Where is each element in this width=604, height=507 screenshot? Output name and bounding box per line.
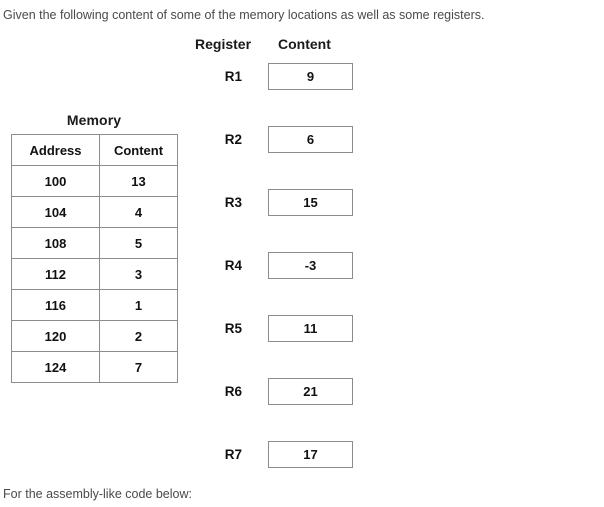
register-value: 17 bbox=[303, 447, 318, 462]
table-row: 116 1 bbox=[11, 289, 178, 321]
memory-address-cell: 120 bbox=[11, 320, 100, 352]
register-value: 9 bbox=[306, 69, 315, 84]
register-value: -3 bbox=[304, 258, 317, 273]
register-column-header-register: Register bbox=[195, 36, 252, 52]
memory-content-cell: 7 bbox=[99, 351, 178, 383]
memory-address-cell: 116 bbox=[11, 289, 100, 321]
register-label: R2 bbox=[224, 132, 242, 147]
register-value: 21 bbox=[303, 384, 318, 399]
register-row-r6: R6 21 bbox=[193, 378, 358, 405]
register-label: R4 bbox=[224, 258, 242, 273]
memory-address-cell: 104 bbox=[11, 196, 100, 228]
memory-content-cell: 2 bbox=[99, 320, 178, 352]
register-row-r7: R7 17 bbox=[193, 441, 358, 468]
register-value: 15 bbox=[303, 195, 318, 210]
intro-paragraph: Given the following content of some of t… bbox=[3, 8, 485, 22]
memory-table-block: Memory Address Content 100 13 104 4 108 … bbox=[11, 112, 178, 383]
register-value: 6 bbox=[306, 132, 315, 147]
register-value-box: 6 bbox=[268, 126, 353, 153]
register-row-r1: R1 9 bbox=[193, 63, 358, 90]
outro-paragraph: For the assembly-like code below: bbox=[3, 487, 192, 501]
register-column-header-content: Content bbox=[278, 36, 331, 52]
register-value-box: 17 bbox=[268, 441, 353, 468]
table-row: 108 5 bbox=[11, 227, 178, 259]
register-value-box: 21 bbox=[268, 378, 353, 405]
memory-address-cell: 108 bbox=[11, 227, 100, 259]
table-row: 112 3 bbox=[11, 258, 178, 290]
memory-table-title: Memory bbox=[66, 112, 122, 128]
memory-address-cell: 112 bbox=[11, 258, 100, 290]
table-row: 124 7 bbox=[11, 351, 178, 383]
register-row-r3: R3 15 bbox=[193, 189, 358, 216]
memory-column-header-address: Address bbox=[11, 134, 100, 166]
memory-content-cell: 1 bbox=[99, 289, 178, 321]
memory-content-cell: 4 bbox=[99, 196, 178, 228]
register-value: 11 bbox=[303, 321, 318, 336]
register-header-row: Register Content bbox=[193, 36, 358, 58]
register-row-r2: R2 6 bbox=[193, 126, 358, 153]
memory-address-cell: 124 bbox=[11, 351, 100, 383]
register-label: R7 bbox=[224, 447, 242, 462]
memory-content-cell: 13 bbox=[99, 165, 178, 197]
register-value-box: 9 bbox=[268, 63, 353, 90]
register-value-box: 15 bbox=[268, 189, 353, 216]
table-row: 104 4 bbox=[11, 196, 178, 228]
memory-address-cell: 100 bbox=[11, 165, 100, 197]
table-row: 120 2 bbox=[11, 320, 178, 352]
register-label: R1 bbox=[224, 69, 242, 84]
register-label: R5 bbox=[224, 321, 242, 336]
register-table-block: Register Content R1 9 R2 6 R3 15 R4 -3 R… bbox=[193, 36, 358, 468]
memory-content-cell: 5 bbox=[99, 227, 178, 259]
register-value-box: -3 bbox=[268, 252, 353, 279]
register-row-r5: R5 11 bbox=[193, 315, 358, 342]
register-value-box: 11 bbox=[268, 315, 353, 342]
memory-table: Address Content 100 13 104 4 108 5 112 3 bbox=[11, 134, 178, 383]
register-row-r4: R4 -3 bbox=[193, 252, 358, 279]
table-row: 100 13 bbox=[11, 165, 178, 197]
memory-column-header-content: Content bbox=[99, 134, 178, 166]
register-label: R3 bbox=[224, 195, 242, 210]
memory-table-header-row: Address Content bbox=[11, 134, 178, 166]
memory-content-cell: 3 bbox=[99, 258, 178, 290]
register-label: R6 bbox=[224, 384, 242, 399]
